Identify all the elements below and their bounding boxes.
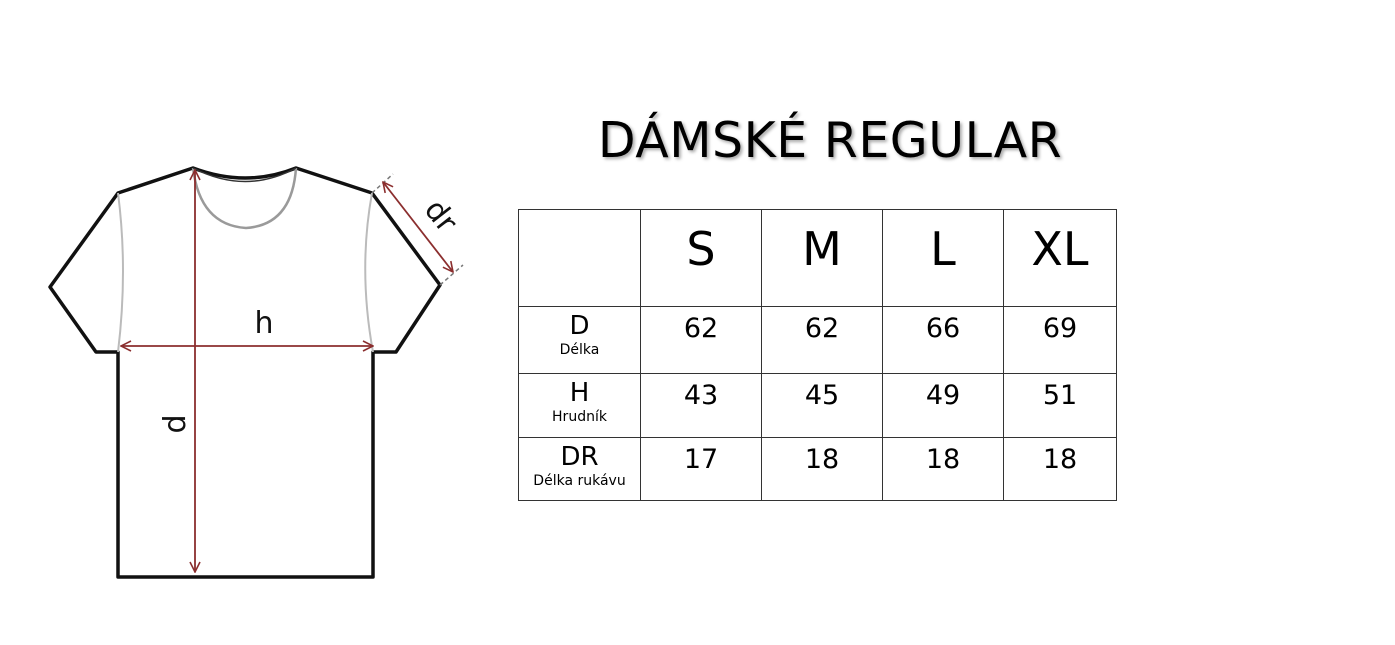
table-row: DR Délka rukávu 17 18 18 18 [518, 437, 1117, 501]
row-label-cell: H Hrudník [518, 373, 641, 438]
length-label: d [158, 414, 193, 433]
row-code: DR [560, 442, 599, 472]
size-chart-table: S M L XL D Délka 62 62 66 69 H Hrudník 4… [518, 209, 1117, 501]
table-header-row: S M L XL [518, 209, 1117, 307]
table-corner-cell [518, 209, 641, 307]
row-label-cell: D Délka [518, 306, 641, 374]
value-cell: 18 [882, 437, 1004, 501]
row-description: Délka [559, 342, 600, 358]
tshirt-diagram: d h dr [48, 166, 464, 579]
value-cell: 62 [761, 306, 883, 374]
sleeve-label: dr [417, 193, 464, 240]
size-header: S [640, 209, 762, 307]
value-cell: 66 [882, 306, 1004, 374]
value-cell: 18 [1003, 437, 1117, 501]
row-label-cell: DR Délka rukávu [518, 437, 641, 501]
value-cell: 17 [640, 437, 762, 501]
sleeve-arrow [383, 182, 453, 272]
value-cell: 18 [761, 437, 883, 501]
size-header: M [761, 209, 883, 307]
size-header: XL [1003, 209, 1117, 307]
row-description: Hrudník [552, 409, 607, 425]
row-description: Délka rukávu [533, 473, 626, 489]
page-title: DÁMSKÉ REGULAR [597, 112, 1063, 169]
value-cell: 49 [882, 373, 1004, 438]
value-cell: 62 [640, 306, 762, 374]
table-row: D Délka 62 62 66 69 [518, 306, 1117, 374]
table-row: H Hrudník 43 45 49 51 [518, 373, 1117, 438]
value-cell: 69 [1003, 306, 1117, 374]
width-label: h [254, 306, 273, 341]
value-cell: 45 [761, 373, 883, 438]
value-cell: 43 [640, 373, 762, 438]
sleeve-guide-bottom [439, 264, 464, 286]
size-header: L [882, 209, 1004, 307]
tshirt-outline [48, 166, 442, 579]
value-cell: 51 [1003, 373, 1117, 438]
row-code: D [569, 311, 590, 341]
row-code: H [569, 378, 590, 408]
